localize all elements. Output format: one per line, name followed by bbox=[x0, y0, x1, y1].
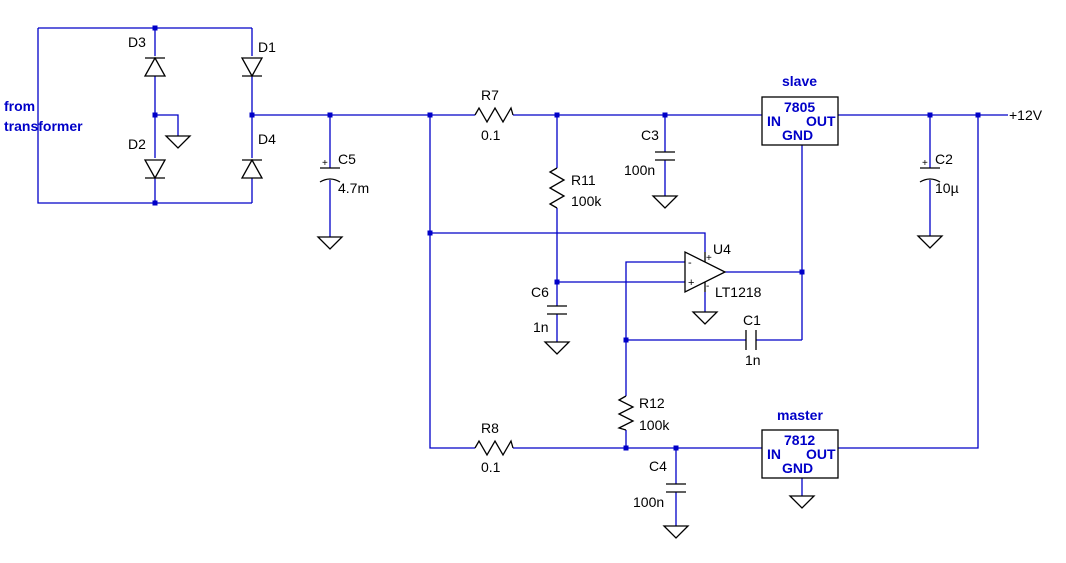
slave-label: slave bbox=[782, 73, 817, 89]
capacitor-value: 10µ bbox=[935, 180, 959, 196]
capacitor-value: 1n bbox=[533, 319, 549, 335]
ground-symbols bbox=[164, 135, 944, 539]
opamp-vplus: + bbox=[706, 253, 712, 264]
resistor-value: 0.1 bbox=[481, 459, 501, 475]
diode-d2: D2 bbox=[128, 136, 167, 180]
capacitor-value: 100n bbox=[633, 494, 664, 510]
capacitor-c1: C1 1n bbox=[743, 312, 761, 368]
diode-d3: D3 bbox=[128, 34, 167, 77]
wires bbox=[37, 27, 1008, 526]
capacitor-c2: + C2 10µ bbox=[919, 151, 959, 196]
regulator-part: 7805 bbox=[784, 99, 815, 115]
resistor-ref: R8 bbox=[481, 420, 499, 436]
ground-icon bbox=[916, 235, 944, 249]
capacitor-value: 1n bbox=[745, 352, 761, 368]
regulator-slave: 7805 IN OUT GND bbox=[761, 96, 839, 146]
diode-ref: D2 bbox=[128, 136, 146, 152]
capacitor-ref: C6 bbox=[531, 284, 549, 300]
ground-icon bbox=[543, 341, 571, 355]
capacitor-ref: C1 bbox=[743, 312, 761, 328]
resistor-r12: R12 100k bbox=[617, 395, 670, 433]
regulator-out: OUT bbox=[806, 113, 836, 129]
resistor-ref: R11 bbox=[571, 172, 596, 188]
resistor-ref: R7 bbox=[481, 87, 499, 103]
capacitor-value: 100n bbox=[624, 162, 655, 178]
ground-icon bbox=[164, 135, 192, 149]
polarity-plus: + bbox=[922, 158, 928, 169]
diode-d4: D4 bbox=[240, 131, 276, 179]
input-label-line2: transformer bbox=[4, 118, 83, 134]
regulator-in: IN bbox=[767, 446, 781, 462]
regulator-master: 7812 IN OUT GND bbox=[761, 429, 839, 479]
capacitor-c3: C3 100n bbox=[624, 127, 675, 178]
resistor-ref: R12 bbox=[639, 395, 665, 411]
resistor-r7: R7 0.1 bbox=[474, 87, 514, 143]
diode-ref: D1 bbox=[258, 39, 276, 55]
capacitor-ref: C2 bbox=[935, 151, 953, 167]
ground-icon bbox=[788, 495, 816, 509]
resistor-value: 100k bbox=[639, 417, 670, 433]
opamp-vminus: - bbox=[706, 281, 709, 292]
resistor-r8: R8 0.1 bbox=[474, 420, 514, 475]
ground-icon bbox=[691, 311, 719, 325]
capacitor-value: 4.7m bbox=[338, 180, 369, 196]
regulator-gnd: GND bbox=[782, 460, 813, 476]
capacitor-c4: C4 100n bbox=[633, 458, 686, 510]
capacitor-ref: C5 bbox=[338, 151, 356, 167]
regulator-gnd: GND bbox=[782, 127, 813, 143]
junctions bbox=[152, 25, 981, 451]
resistor-value: 100k bbox=[571, 193, 602, 209]
regulator-in: IN bbox=[767, 113, 781, 129]
capacitor-c5: + C5 4.7m bbox=[319, 151, 369, 196]
regulator-part: 7812 bbox=[784, 432, 815, 448]
ground-icon bbox=[316, 236, 344, 250]
diode-ref: D4 bbox=[258, 131, 276, 147]
resistor-value: 0.1 bbox=[481, 127, 501, 143]
resistor-r11: R11 100k bbox=[548, 167, 602, 209]
ground-icon bbox=[651, 195, 679, 209]
input-label-line1: from bbox=[4, 98, 35, 114]
ground-icon bbox=[662, 525, 690, 539]
opamp-ref: U4 bbox=[713, 241, 731, 257]
capacitor-ref: C3 bbox=[641, 127, 659, 143]
opamp-plus: + bbox=[688, 277, 694, 289]
capacitor-c6: C6 1n bbox=[531, 284, 567, 335]
opamp-part: LT1218 bbox=[715, 284, 762, 300]
regulator-out: OUT bbox=[806, 446, 836, 462]
capacitor-ref: C4 bbox=[649, 458, 667, 474]
opamp-u4: - + + - U4 LT1218 bbox=[684, 241, 762, 300]
polarity-plus: + bbox=[322, 158, 328, 169]
output-label: +12V bbox=[1009, 107, 1043, 123]
opamp-minus: - bbox=[688, 257, 692, 269]
diode-d1: D1 bbox=[240, 39, 276, 78]
diode-ref: D3 bbox=[128, 34, 146, 50]
master-label: master bbox=[777, 407, 823, 423]
